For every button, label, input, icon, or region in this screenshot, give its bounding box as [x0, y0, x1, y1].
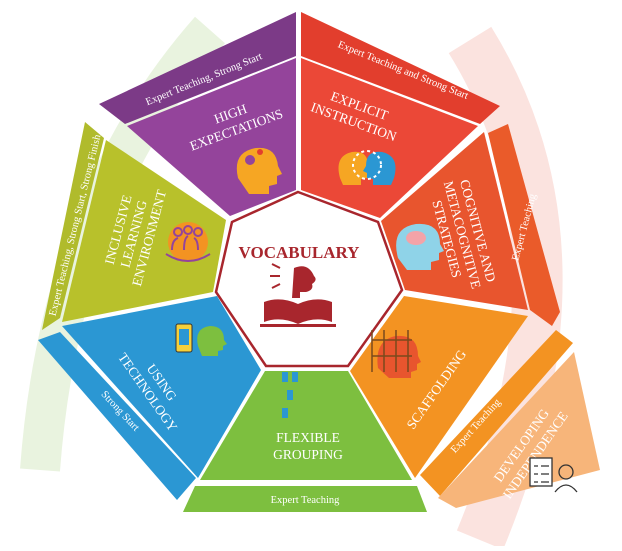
center-label: VOCABULARY [239, 243, 360, 262]
segment-flexible-grouping [200, 371, 412, 480]
svg-text:GROUPING: GROUPING [273, 447, 343, 462]
svg-text:FLEXIBLE: FLEXIBLE [276, 430, 340, 445]
head-gears-icon [236, 147, 282, 194]
band-left [42, 122, 104, 330]
band-bottom-right [420, 330, 573, 496]
band-top-left [99, 12, 296, 124]
inclusive-people-icon [165, 222, 211, 262]
people-group-icon [282, 372, 298, 418]
band-bottom-label: Expert Teaching [271, 495, 341, 506]
phone-person-icon [175, 323, 227, 356]
band-top-right [301, 12, 500, 124]
checklist-person-icon [529, 457, 578, 493]
band-bottom [183, 486, 427, 512]
label-flexible-grouping: FLEXIBLE GROUPING [273, 430, 343, 462]
band-right [488, 124, 560, 326]
segment-inclusive-learning [62, 140, 226, 322]
band-bottom-left [38, 332, 196, 500]
conversation-heads-icon [338, 150, 396, 185]
scaffold-head-icon [371, 330, 421, 378]
brain-head-icon [396, 223, 444, 270]
speaking-book-icon [260, 263, 336, 327]
